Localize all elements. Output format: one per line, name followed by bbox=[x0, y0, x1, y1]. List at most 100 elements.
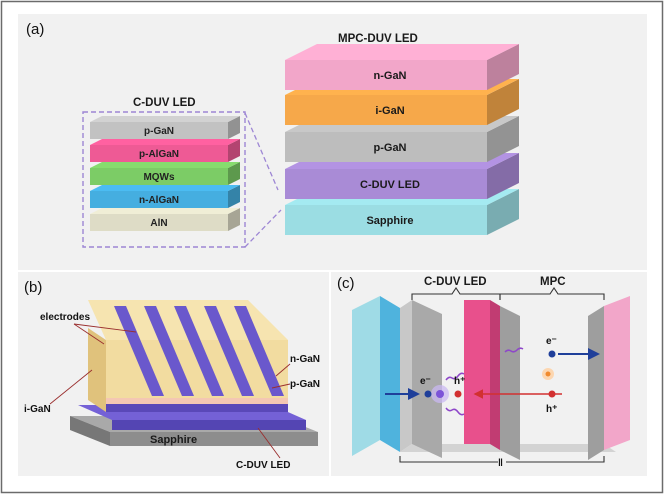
i-gan-strip bbox=[106, 404, 288, 412]
detail-layer-face bbox=[90, 191, 228, 208]
electron-label: e⁻ bbox=[420, 376, 431, 387]
detail-layer: MQWs bbox=[90, 162, 240, 185]
electron-label-mpc: e⁻ bbox=[546, 336, 557, 347]
detail-layer-face bbox=[90, 214, 228, 231]
slab-gray-edge bbox=[400, 300, 412, 452]
detail-layer-face bbox=[90, 122, 228, 139]
bracket-mpc bbox=[499, 287, 605, 300]
stack-layer-face bbox=[285, 205, 487, 235]
detail-layer-side bbox=[228, 185, 240, 208]
electron-dot bbox=[424, 390, 432, 398]
stack-layer-label: n-GaN bbox=[374, 70, 407, 82]
detail-layer: n-AlGaN bbox=[90, 185, 240, 208]
stack-layer-face bbox=[285, 169, 487, 199]
panel-c: (c) C-DUV LED MPC bbox=[331, 272, 647, 476]
label-i-gan: i-GaN bbox=[24, 404, 51, 415]
trench bbox=[234, 306, 284, 396]
photon-wave-down bbox=[445, 407, 465, 416]
slab-n-algan-side bbox=[380, 296, 400, 452]
detail-layer-label: MQWs bbox=[143, 172, 175, 183]
slab-gray-1 bbox=[412, 300, 442, 458]
main-layer-stack: Sapphire C-DUV LED p-GaN i-GaN bbox=[285, 44, 519, 235]
bracket-label-mpc: MPC bbox=[540, 276, 566, 288]
detail-layer-side bbox=[228, 139, 240, 162]
pointer-i-gan bbox=[49, 369, 93, 405]
panel-b-label: (b) bbox=[24, 279, 42, 296]
slab-gray-2 bbox=[500, 306, 520, 460]
trench bbox=[204, 306, 254, 396]
panel-b: (b) electrodes n-GaN p-GaN bbox=[18, 272, 329, 476]
detail-layer-top bbox=[90, 139, 240, 145]
stack-layer-face bbox=[285, 95, 487, 125]
pointer-electrodes-2 bbox=[73, 323, 137, 333]
slab-gray-3 bbox=[588, 306, 604, 460]
connector-line-top bbox=[244, 112, 279, 191]
recombination-core bbox=[436, 390, 444, 398]
hole-dot bbox=[454, 390, 462, 398]
stack-layer-side bbox=[487, 44, 519, 90]
trench bbox=[144, 306, 194, 396]
label-electrodes: electrodes bbox=[40, 312, 90, 323]
detail-layer-side bbox=[228, 116, 240, 139]
detail-layer-label: AlN bbox=[150, 218, 167, 229]
detail-layer-top bbox=[90, 208, 240, 214]
stack-layer-label: Sapphire bbox=[366, 215, 413, 227]
detail-layer-top bbox=[90, 185, 240, 191]
detail-layer-side bbox=[228, 162, 240, 185]
detail-layer: p-GaN bbox=[90, 116, 240, 139]
stack-layer-side bbox=[487, 189, 519, 235]
photon-wave-up bbox=[445, 372, 465, 381]
slab-p-algan-side bbox=[490, 300, 500, 450]
hole-label: h⁺ bbox=[454, 376, 465, 387]
detail-layer-face bbox=[90, 168, 228, 185]
slab-sapphire-side bbox=[352, 296, 380, 456]
pointer-n-gan bbox=[275, 363, 291, 377]
circuit-line bbox=[399, 456, 605, 463]
stack-layer-side bbox=[487, 79, 519, 125]
bracket-label-c-duv-led: C-DUV LED bbox=[424, 276, 487, 288]
stack-layer-face bbox=[285, 132, 487, 162]
label-c-duv-led: C-DUV LED bbox=[236, 460, 290, 471]
detail-layer-stack: p-GaN p-AlGaN MQWs n-AlGaN bbox=[90, 116, 240, 231]
substrate-side bbox=[70, 416, 110, 446]
detail-layer-side bbox=[228, 208, 240, 231]
panel-a: (a) C-DUV LED p-GaN p-AlGaN bbox=[18, 14, 647, 270]
stack-layer-face bbox=[285, 60, 487, 90]
label-p-gan: p-GaN bbox=[290, 379, 320, 390]
detail-title: C-DUV LED bbox=[133, 97, 196, 109]
stack-layer-label: C-DUV LED bbox=[360, 179, 420, 191]
trench bbox=[174, 306, 224, 396]
finger-device bbox=[70, 300, 318, 446]
excitation-core bbox=[545, 371, 551, 377]
detail-layer: AlN bbox=[90, 208, 240, 231]
electron-dot-mpc bbox=[548, 350, 556, 358]
pointer-c-duv-led bbox=[257, 427, 281, 459]
detail-layer: p-AlGaN bbox=[90, 139, 240, 162]
pointer-p-gan bbox=[271, 383, 291, 389]
connector-line-bottom bbox=[244, 209, 282, 248]
detail-layer-top bbox=[90, 162, 240, 168]
stack-layer-label: i-GaN bbox=[375, 105, 404, 117]
detail-layer-top bbox=[90, 116, 240, 122]
stack-layer-label: p-GaN bbox=[374, 142, 407, 154]
pointer-electrodes-1 bbox=[73, 323, 105, 345]
stack-title: MPC-DUV LED bbox=[338, 33, 418, 45]
detail-dashed-box bbox=[82, 111, 246, 248]
panel-a-label: (a) bbox=[26, 21, 44, 38]
panel-c-label: (c) bbox=[337, 275, 355, 292]
circuit-break-mark: ‖ bbox=[498, 458, 503, 469]
photon-wave-mpc bbox=[504, 347, 524, 353]
stack-layer-side bbox=[487, 153, 519, 199]
detail-layer-label: n-AlGaN bbox=[139, 195, 179, 206]
electrode-side bbox=[88, 328, 106, 412]
detail-layer-face bbox=[90, 145, 228, 162]
substrate-front bbox=[110, 432, 318, 446]
slab-n-gan-side bbox=[604, 296, 630, 450]
mesa-front bbox=[112, 420, 306, 430]
label-n-gan: n-GaN bbox=[290, 354, 320, 365]
label-sapphire: Sapphire bbox=[150, 434, 197, 446]
slab-p-algan bbox=[464, 300, 490, 444]
detail-layer-label: p-GaN bbox=[144, 126, 174, 137]
